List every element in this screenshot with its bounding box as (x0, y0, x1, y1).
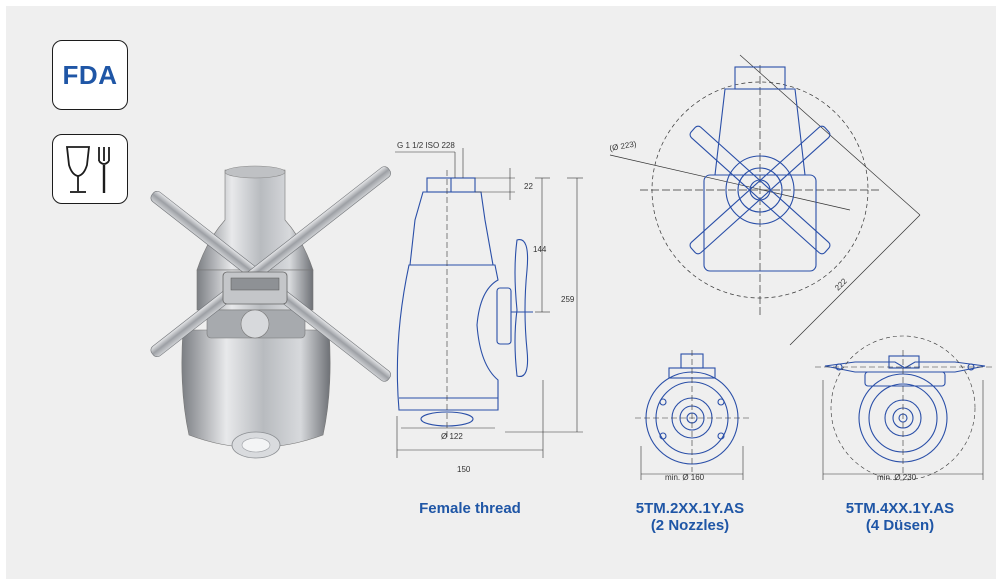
fda-badge: FDA (52, 40, 128, 110)
dim-thread: G 1 1/2 ISO 228 (397, 141, 455, 150)
caption-model-4: 5TM.4XX.1Y.AS (4 Düsen) (820, 500, 980, 534)
bottom-view-4-nozzles: min. Ø 230 (815, 335, 993, 482)
side-view-drawing: G 1 1/2 ISO 228 22 144 259 Ø 122 150 (395, 141, 583, 474)
caption-model-4-line2: (4 Düsen) (865, 517, 935, 534)
dim-122: Ø 122 (441, 432, 463, 441)
caption-model-4-line1: 5TM.4XX.1Y.AS (845, 500, 955, 517)
caption-female-thread-text: Female thread (419, 500, 521, 517)
caption-model-2-line2: (2 Nozzles) (650, 517, 730, 534)
dim-223: (Ø 223) (609, 139, 638, 153)
fda-label: FDA (62, 60, 118, 90)
dim-min-160: min. Ø 160 (665, 473, 705, 482)
caption-model-2-line1: 5TM.2XX.1Y.AS (635, 500, 745, 517)
dim-min-230: min. Ø 230 (877, 473, 917, 482)
dim-144: 144 (533, 245, 547, 254)
dim-222: 222 (833, 276, 849, 292)
top-view-drawing: (Ø 223) 222 (609, 54, 921, 346)
bottom-view-2-nozzles: min. Ø 160 (635, 350, 749, 482)
caption-model-2: 5TM.2XX.1Y.AS (2 Nozzles) (610, 500, 770, 534)
food-safe-badge (52, 134, 128, 204)
dim-22: 22 (524, 182, 533, 191)
fork-glass-icon (65, 146, 110, 193)
dim-150: 150 (457, 465, 471, 474)
product-image (150, 165, 391, 459)
caption-female-thread: Female thread (385, 500, 555, 517)
dim-259: 259 (561, 295, 575, 304)
product-panel (6, 6, 996, 579)
